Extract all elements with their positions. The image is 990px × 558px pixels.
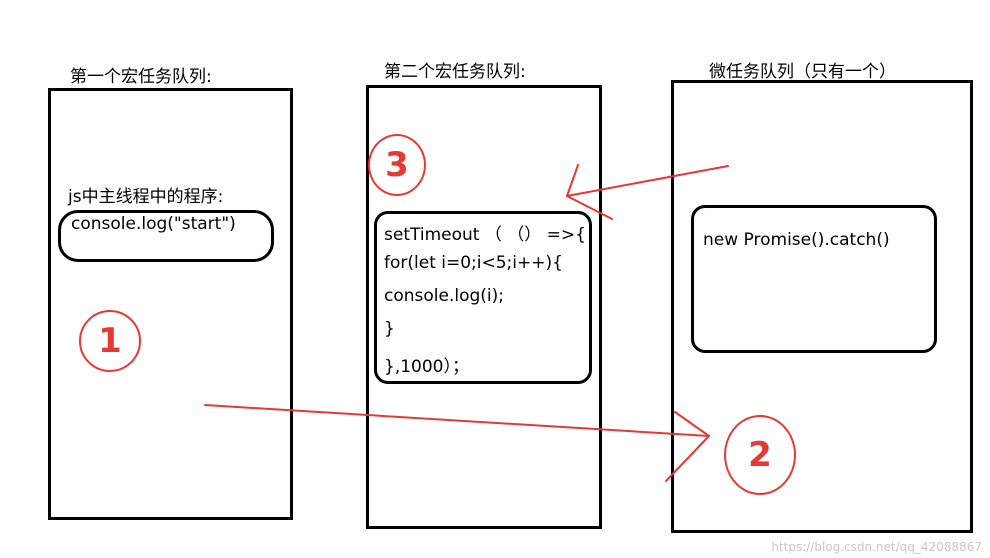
settimeout-line-5: },1000）；: [384, 357, 469, 377]
arrow-micro-to-macro2: [566, 165, 729, 197]
macro-queue-2-title: 第二个宏任务队列:: [384, 62, 526, 82]
arrow-macro1-to-marker2: [204, 404, 710, 437]
arrow-head-lower: [566, 195, 613, 220]
promise-code: new Promise().catch(): [703, 230, 890, 250]
marker-1: 1: [79, 310, 141, 372]
promise-task: [691, 205, 937, 353]
micro-queue-title: 微任务队列（只有一个）: [709, 62, 896, 82]
settimeout-line-2: for(let i=0;i<5;i++){: [384, 253, 563, 273]
main-thread-label: js中主线程中的程序:: [68, 187, 224, 207]
marker-2: 2: [724, 415, 796, 495]
micro-queue-box: [671, 80, 973, 533]
macro-queue-1-title: 第一个宏任务队列:: [70, 67, 212, 87]
arrow-head-upper: [566, 164, 579, 197]
main-thread-code: console.log("start"): [71, 214, 236, 234]
watermark: https://blog.csdn.net/qq_42088867: [771, 540, 982, 554]
macro-queue-2-box: [366, 85, 602, 529]
macro-queue-1-box: [48, 88, 293, 520]
settimeout-line-1: setTimeout （ （） =>{: [384, 225, 586, 245]
arrow2-head-upper: [674, 411, 710, 437]
marker-3: 3: [368, 134, 426, 196]
settimeout-line-4: }: [384, 319, 395, 339]
main-thread-task: [58, 210, 274, 262]
settimeout-line-3: console.log(i);: [384, 286, 504, 306]
arrow2-head-lower: [665, 435, 710, 482]
settimeout-task: [374, 211, 592, 384]
